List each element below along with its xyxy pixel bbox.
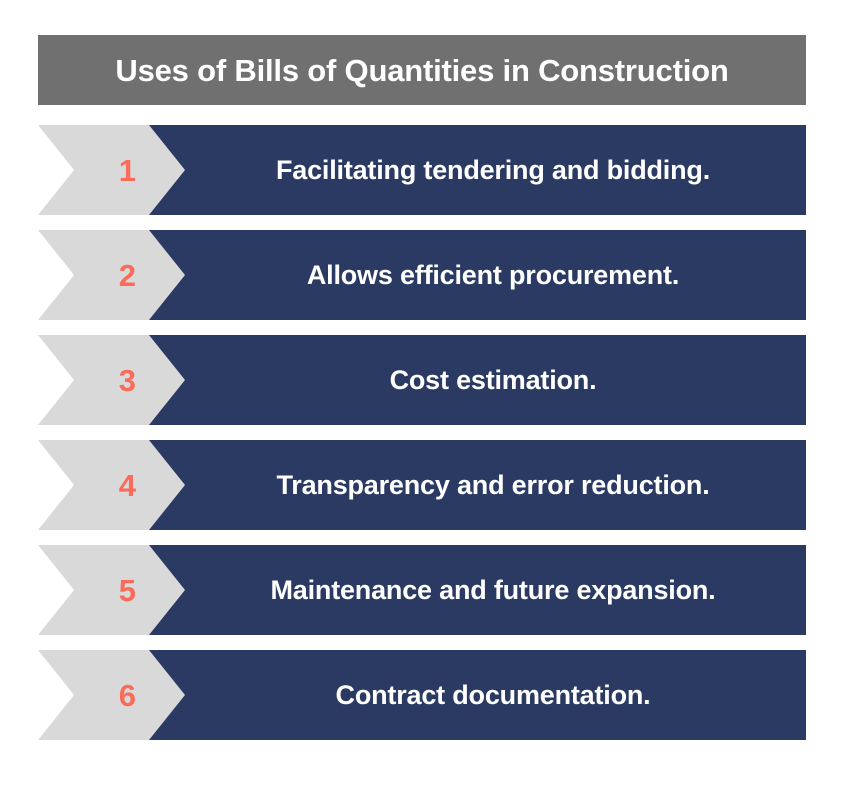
infographic-title-bar: Uses of Bills of Quantities in Construct… [38,35,806,105]
list-item-number: 2 [118,257,136,293]
list-item-bar: Transparency and error reduction. [148,440,806,530]
list-item-bar: Facilitating tendering and bidding. [148,125,806,215]
list-item-label: Cost estimation. [389,364,597,395]
list-item-number: 5 [118,572,136,608]
list-item: Transparency and error reduction. 4 [0,440,844,530]
list-item-number: 6 [118,677,136,713]
list-item-bar: Maintenance and future expansion. [148,545,806,635]
list-item-number: 3 [118,362,136,398]
list-item: Maintenance and future expansion. 5 [0,545,844,635]
list-item-label: Facilitating tendering and bidding. [276,154,710,185]
list-item-bar: Contract documentation. [148,650,806,740]
list-item-number: 1 [118,152,136,188]
list-item-bar: Cost estimation. [148,335,806,425]
list-item: Facilitating tendering and bidding. 1 [0,125,844,215]
list-item-bar: Allows efficient procurement. [148,230,806,320]
list-item: Contract documentation. 6 [0,650,844,740]
list-item: Allows efficient procurement. 2 [0,230,844,320]
list-item-label: Transparency and error reduction. [276,469,710,500]
list-item-label: Maintenance and future expansion. [270,574,716,605]
list-item-number: 4 [118,467,136,503]
list-item: Cost estimation. 3 [0,335,844,425]
list-items-container: Facilitating tendering and bidding. 1 Al… [0,125,844,740]
page-title: Uses of Bills of Quantities in Construct… [115,52,729,88]
list-item-label: Allows efficient procurement. [306,259,680,290]
list-item-label: Contract documentation. [335,679,651,710]
